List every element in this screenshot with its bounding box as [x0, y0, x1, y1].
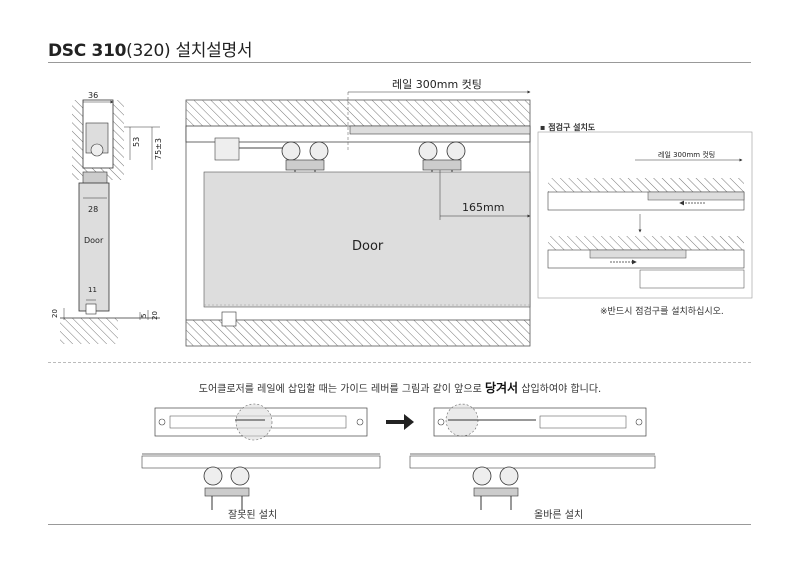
side-section-view: 36 53 75±3 28 Door 11 20 5 20 — [51, 91, 163, 344]
bottom-divider — [48, 524, 751, 525]
inset-title-text: 점검구 설치도 — [548, 123, 596, 132]
inspection-cover — [349, 125, 531, 135]
dim-5: 5 — [140, 314, 148, 318]
front-view: 레일 300mm 컷팅 Door 165mm — [185, 77, 531, 347]
dim-165: 165mm — [462, 201, 504, 214]
wrong-install-diagram — [141, 403, 381, 510]
instruction-text: 도어클로저를 레일에 삽입할 때는 가이드 레버를 그림과 같이 앞으로 당겨서… — [0, 379, 800, 396]
floor-hatch-left — [60, 318, 118, 344]
inset-rail-cut: 레일 300mm 컷팅 — [658, 150, 715, 159]
side-wheel — [90, 143, 104, 157]
dim-20-left: 20 — [51, 309, 59, 318]
floor-guide-front — [221, 311, 237, 327]
floor-hatch — [186, 320, 530, 346]
dim-36: 36 — [88, 91, 98, 100]
inspection-inset: 레일 300mm 컷팅 — [537, 131, 753, 299]
ceiling-hatch — [186, 100, 530, 126]
caption-wrong: 잘못된 설치 — [228, 510, 278, 521]
dim-53: 53 — [132, 137, 141, 147]
model-number: DSC 310 — [48, 41, 127, 61]
inspection-note: ※반드시 점검구를 설치하십시오. — [600, 307, 724, 317]
right-install-diagram — [409, 403, 656, 510]
floor-guide — [85, 303, 97, 315]
side-hanger — [82, 171, 108, 185]
transition-arrow-icon — [386, 414, 414, 430]
door-label: Door — [352, 239, 384, 254]
inset-title: ▪ 점검구 설치도 — [540, 123, 596, 132]
instruction-post: 삽입하여야 합니다. — [518, 384, 602, 395]
door-panel — [203, 171, 531, 308]
model-sub: (320) — [126, 41, 171, 61]
instruction-pre: 도어클로저를 레일에 삽입할 때는 가이드 레버를 그림과 같이 앞으로 — [198, 384, 485, 395]
instruction-bold: 당겨서 — [484, 381, 519, 395]
dim-20-right: 20 — [151, 311, 159, 320]
dim-11: 11 — [88, 286, 97, 294]
caption-right: 올바른 설치 — [534, 510, 584, 521]
middle-divider — [48, 362, 751, 363]
dim-75: 75±3 — [154, 138, 163, 160]
dim-28: 28 — [88, 205, 98, 214]
top-divider — [48, 62, 751, 63]
side-door-panel — [78, 182, 110, 312]
rail-cut-label: 레일 300mm 컷팅 — [392, 77, 482, 91]
closer-bracket — [214, 137, 240, 161]
title-label: 설치설명서 — [175, 41, 253, 61]
side-door-label: Door — [84, 236, 104, 245]
page-title: DSC 310(320) 설치설명서 — [48, 36, 252, 61]
